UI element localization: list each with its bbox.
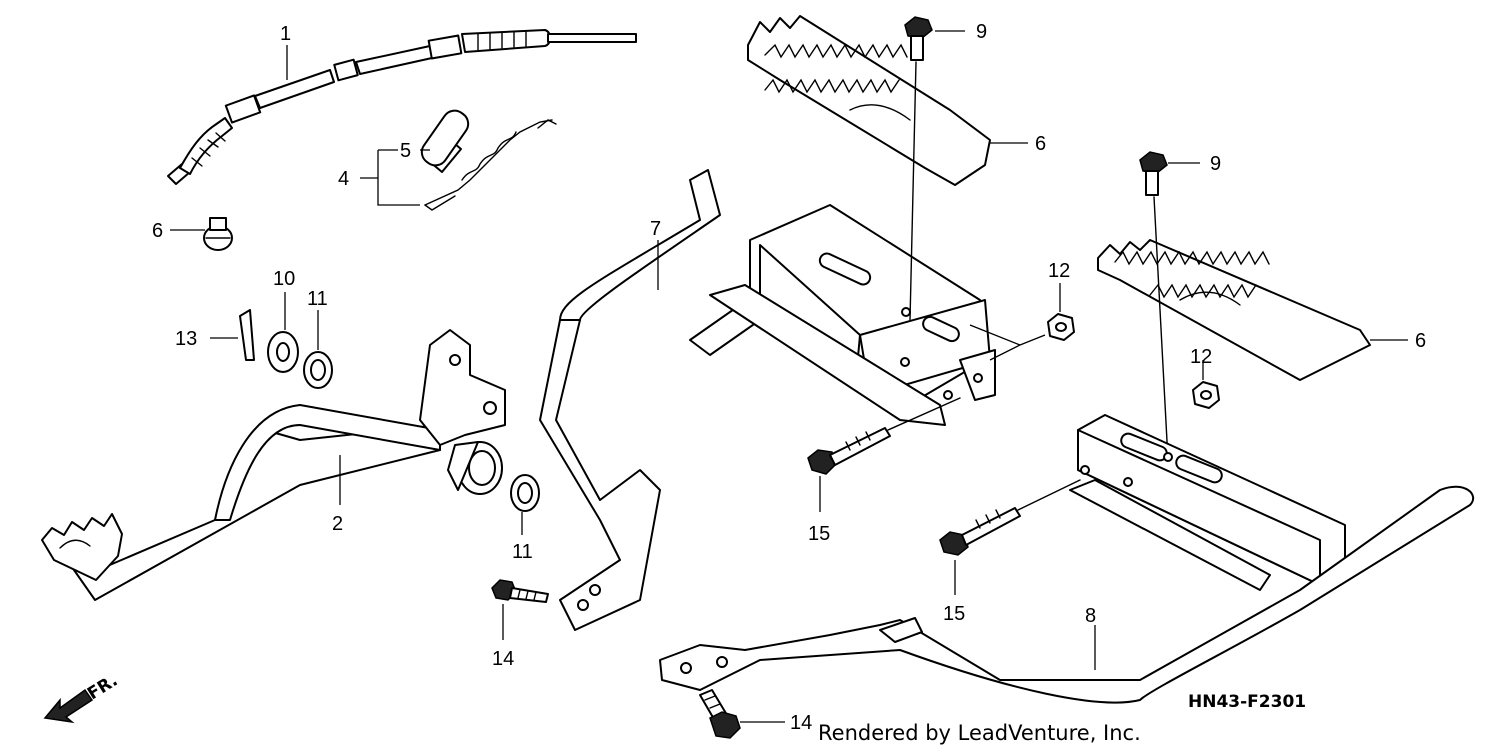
bolt-9-lower — [1139, 151, 1168, 196]
callout-13: 13 — [175, 328, 197, 350]
bolt-14-bottom — [699, 689, 741, 739]
callout-14a: 14 — [492, 648, 514, 670]
callout-2: 2 — [332, 513, 343, 535]
footer-credit: Rendered by LeadVenture, Inc. — [818, 721, 1141, 745]
bushing-11-upper — [303, 351, 333, 389]
callout-6b: 6 — [1415, 330, 1426, 352]
callout-10: 10 — [273, 268, 295, 290]
return-spring — [420, 109, 557, 211]
bushing-11-lower — [510, 474, 540, 512]
front-direction-arrow — [43, 688, 94, 724]
callout-8: 8 — [1085, 605, 1096, 627]
callout-15b: 15 — [943, 603, 965, 625]
brake-pedal — [41, 329, 506, 601]
callout-12a: 12 — [1048, 260, 1070, 282]
callout-4: 5 — [400, 140, 411, 162]
bolt-9-upper — [904, 16, 933, 61]
nut-12-upper — [1047, 313, 1075, 341]
step-plate-upper — [747, 15, 991, 186]
bolt-15-upper — [807, 427, 891, 475]
bolt-14-middle — [491, 579, 549, 603]
callout-14b: 14 — [790, 712, 812, 734]
callout-9a: 9 — [976, 21, 987, 43]
cotter-pin — [239, 309, 255, 361]
nut-12-lower — [1192, 381, 1220, 409]
callout-12b: 12 — [1190, 346, 1212, 368]
washer-10 — [267, 331, 299, 373]
callout-9b: 9 — [1210, 153, 1221, 175]
callout-15a: 15 — [808, 523, 830, 545]
step-plate-lower — [1097, 239, 1371, 381]
callout-6a: 6 — [1035, 133, 1046, 155]
brake-cable — [167, 29, 637, 185]
step-bracket-left — [539, 169, 996, 631]
callout-1: 1 — [280, 23, 291, 45]
callout-11b: 11 — [512, 541, 533, 563]
callout-7: 7 — [650, 218, 661, 240]
bolt-15-lower — [939, 507, 1021, 556]
diagram-code: HN43-F2301 — [1188, 692, 1306, 712]
callout-11a: 11 — [307, 288, 328, 310]
callout-3: 4 — [338, 168, 349, 190]
grommet — [203, 217, 233, 251]
callout-5: 6 — [152, 220, 163, 242]
step-bracket-right — [659, 414, 1475, 704]
